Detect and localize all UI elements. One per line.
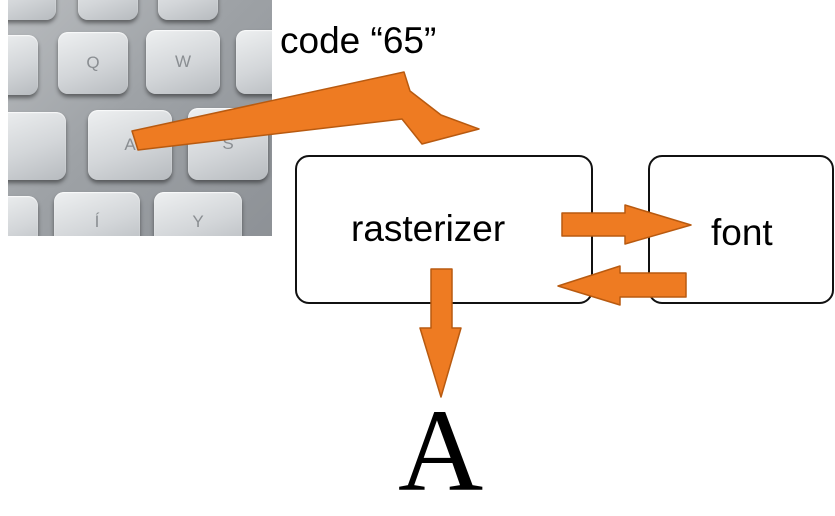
arrows-layer xyxy=(131,71,692,398)
font-to-rasterizer-arrow xyxy=(557,265,687,306)
key-to-rasterizer-arrow xyxy=(131,71,480,151)
keyboard-key-y: Y xyxy=(154,192,242,236)
rasterizer-to-font-arrow xyxy=(561,204,692,245)
output-glyph: A xyxy=(398,385,484,516)
font-label: font xyxy=(711,212,773,253)
keyboard-key xyxy=(158,0,218,20)
code-label: code “65” xyxy=(280,20,437,61)
keyboard-key xyxy=(8,0,56,20)
keyboard-key xyxy=(236,30,272,94)
keyboard-photo: Q W A S Í Y xyxy=(8,0,272,236)
keyboard-key xyxy=(8,112,66,180)
keyboard-key-i: Í xyxy=(54,192,140,236)
keyboard-key-q: Q xyxy=(58,32,128,94)
rasterizer-to-output-arrow xyxy=(419,268,462,398)
keyboard-key xyxy=(78,0,138,20)
keyboard-key-w: W xyxy=(146,30,220,94)
keyboard-key xyxy=(8,196,38,236)
keyboard-key xyxy=(8,35,38,95)
rasterizer-label: rasterizer xyxy=(351,208,506,249)
